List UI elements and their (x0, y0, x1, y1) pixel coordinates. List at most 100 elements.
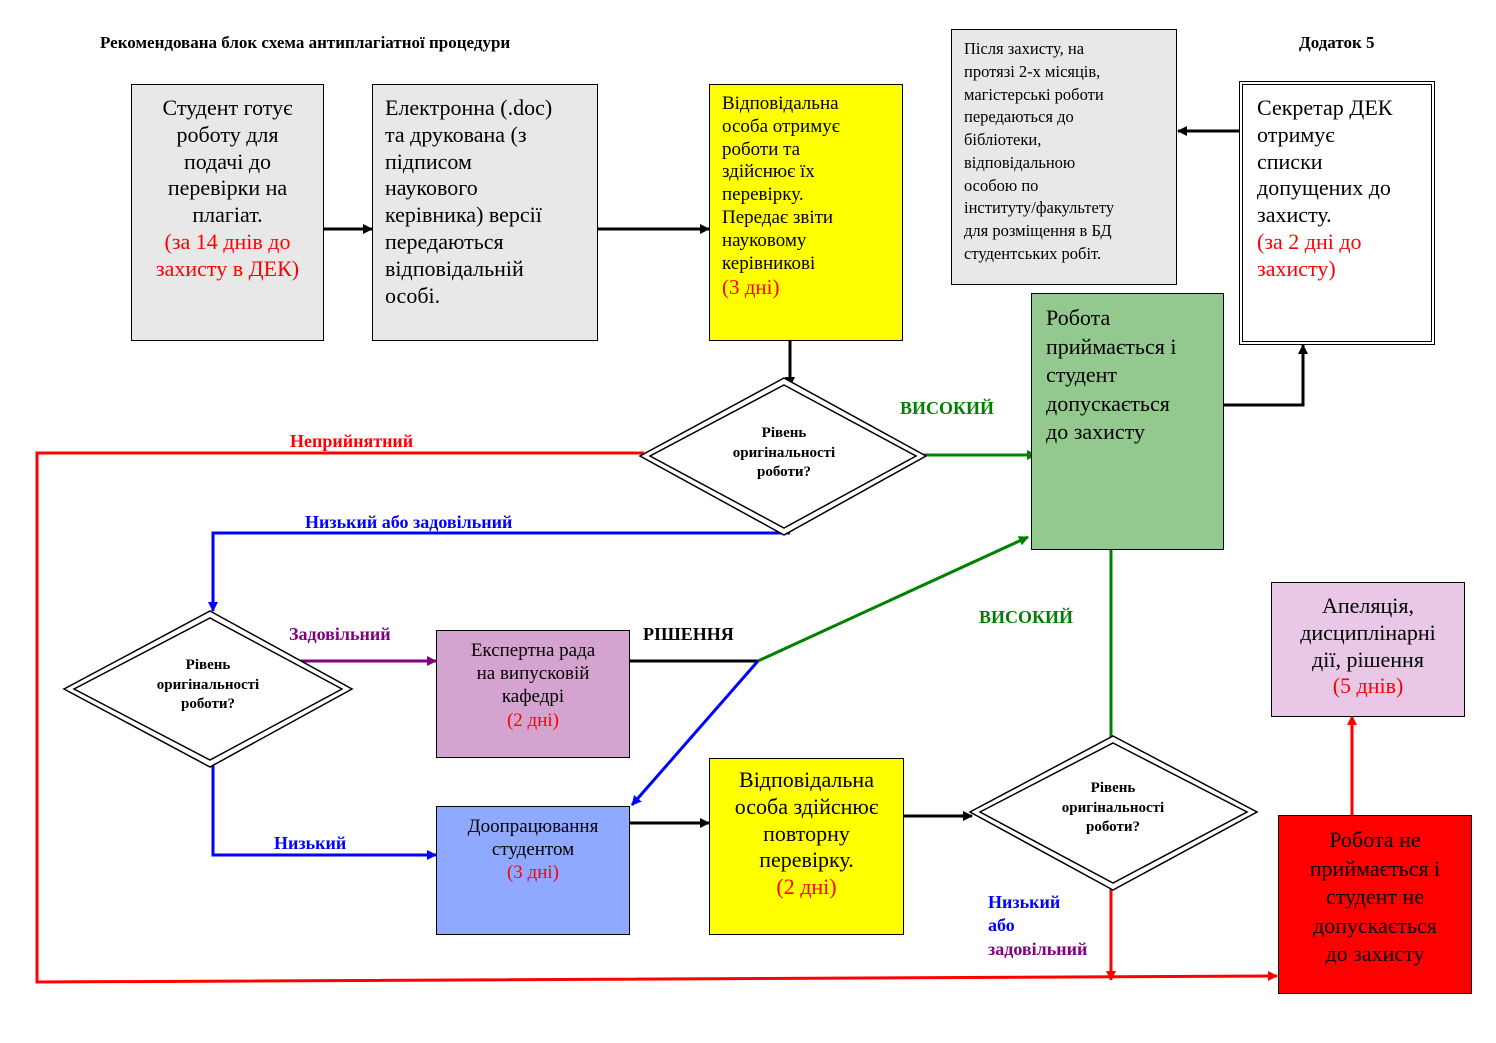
arrow-low-to-revision (211, 764, 437, 860)
box-line: роботу для (176, 121, 279, 147)
box-line: на випусковій (476, 663, 590, 685)
box-line: до захисту (1325, 941, 1425, 967)
box-student-prepares: Студент готує роботу для подачі до перев… (131, 84, 324, 341)
box-line: допускається (1046, 390, 1170, 416)
box-student-revision: Доопрацювання студентом (3 дні) (436, 806, 630, 935)
appendix-label: Додаток 5 (1299, 33, 1375, 52)
label-low-or-satisfactory: Низький або задовільний (305, 512, 513, 532)
deadline-note: (3 дні) (506, 862, 560, 884)
decision-line: роботи? (181, 696, 235, 712)
box-line: студент не (1325, 884, 1425, 910)
box-line: списки (1257, 148, 1323, 174)
decision-1-text: Рівень оригінальності роботи? (704, 424, 864, 483)
box-line: кафедрі (501, 686, 565, 708)
box-line: магістерські роботи (964, 84, 1104, 104)
box-line: Експертна рада (470, 640, 596, 661)
box-line: Відповідальна (739, 767, 874, 792)
box-line: приймається і (1309, 855, 1441, 881)
decision-2-text: Рівень оригінальності роботи? (128, 656, 288, 715)
box-line: особою по (964, 175, 1039, 195)
label-decision: РІШЕННЯ (643, 624, 734, 644)
decision-3-text: Рівень оригінальності роботи? (1033, 779, 1193, 838)
decision-line: Рівень (1090, 780, 1136, 796)
box-line: Електронна (.doc) (385, 95, 553, 120)
deadline-note: захисту в ДЕК) (155, 255, 300, 281)
box-responsible-check: Відповідальна особа отримує роботи та зд… (709, 84, 903, 341)
box-line: Доопрацювання (467, 816, 599, 837)
box-line: відповідальною (964, 152, 1076, 172)
deadline-note: (за 14 днів до (164, 229, 291, 255)
decision-line: Рівень (761, 425, 807, 441)
deadline-note: (5 днів) (1332, 673, 1404, 699)
box-line: Студент готує (162, 95, 293, 120)
label-high-2: ВИСОКИЙ (979, 607, 1074, 627)
box-appeal: Апеляція, дисциплінарні дії, рішення (5 … (1271, 582, 1465, 717)
decision-line: роботи? (757, 464, 811, 480)
box-line: плагіат. (192, 202, 263, 228)
arrow-decision-to-accepted (757, 535, 1029, 663)
decision-line: Рівень (185, 657, 231, 673)
box-line: наукового (385, 175, 478, 201)
box-line: здійснює їх (722, 161, 815, 183)
arrow-unacceptable-to-rejected (35, 451, 1278, 984)
box-line: роботи та (722, 138, 801, 160)
box-line: бібліотеки, (964, 130, 1042, 150)
box-line: повторну (763, 820, 850, 846)
box-line: Робота не (1329, 827, 1421, 852)
box-line: Секретар ДЕК (1257, 95, 1393, 120)
box-line: керівникові (722, 252, 816, 274)
box-line: перевірки на (167, 175, 288, 201)
label-low-or-sat-3: Низький або задовільний (988, 891, 1087, 961)
box-line: Після захисту, на (964, 39, 1085, 58)
decision-diamond-3 (968, 735, 1259, 891)
box-line: для розміщення в БД (964, 221, 1112, 241)
box-line: особі. (385, 282, 441, 308)
arrow-decision-to-revision (630, 660, 760, 806)
box-line: Відповідальна (722, 93, 839, 114)
box-line: дії, рішення (1312, 646, 1424, 672)
decision-line: роботи? (1086, 819, 1140, 835)
box-line: Апеляція, (1321, 593, 1415, 618)
label-line: або (988, 915, 1015, 936)
box-line: інституту/факультету (964, 198, 1115, 218)
box-line: відповідальній (385, 255, 524, 281)
box-line: керівника) версії (385, 202, 542, 228)
box-line: до захисту (1046, 419, 1146, 445)
box-line: Робота (1046, 305, 1111, 330)
label-satisfactory: Задовільний (289, 624, 391, 644)
deadline-note: (2 дні) (506, 709, 560, 731)
decision-line: оригінальності (732, 444, 836, 461)
box-line: подачі до (183, 148, 272, 174)
box-line: допускається (1313, 912, 1437, 938)
label-high-1: ВИСОКИЙ (900, 398, 995, 418)
decision-diamond-1 (638, 377, 928, 536)
box-line: студент (1046, 362, 1118, 388)
box-line: отримує (1257, 121, 1335, 147)
box-line: підписом (385, 148, 472, 174)
box-line: особа здійснює (734, 793, 879, 819)
deadline-note: (2 дні) (776, 874, 837, 900)
label-low: Низький (274, 833, 347, 853)
box-line: перевірку. (722, 184, 804, 206)
box-expert-council: Експертна рада на випусковій кафедрі (2 … (436, 630, 630, 758)
box-line: передаються (385, 229, 504, 255)
deadline-note: захисту) (1257, 255, 1336, 281)
box-line: протязі 2-х місяців, (964, 61, 1101, 81)
box-line: та друкована (з (385, 121, 527, 147)
label-unacceptable: Неприйнятний (290, 431, 414, 451)
box-line: передаються до (964, 107, 1074, 127)
box-line: дисциплінарні (1300, 619, 1436, 645)
box-line: науковому (722, 229, 807, 251)
box-line: захисту. (1257, 202, 1332, 228)
deadline-note: (3 дні) (722, 275, 780, 300)
box-work-accepted: Робота приймається і студент допускаєтьс… (1031, 293, 1224, 550)
page-title: Рекомендована блок схема антиплагіатної … (100, 33, 511, 52)
decision-diamond-2 (62, 610, 354, 768)
box-after-defense-library: Після захисту, на протязі 2-х місяців, м… (951, 29, 1177, 285)
box-work-rejected: Робота не приймається і студент не допус… (1278, 815, 1472, 994)
box-line: студентом (491, 839, 575, 861)
decision-line: оригінальності (156, 676, 260, 693)
box-secretary-dek: Секретар ДЕК отримує списки допущених до… (1239, 81, 1435, 345)
label-line: Низький (988, 892, 1061, 912)
